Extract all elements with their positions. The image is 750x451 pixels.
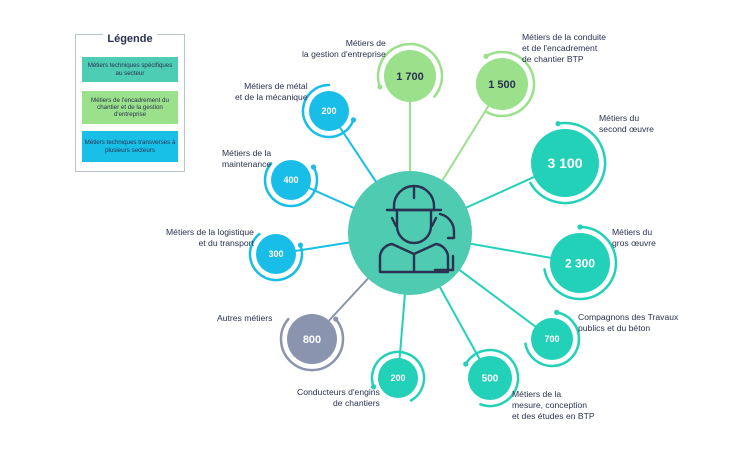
node-label-line: Métiers de la conduite [522, 32, 607, 42]
node-ring-metal [301, 83, 355, 139]
node-circle-autres [287, 314, 337, 364]
node-circle-gros-oeuvre [550, 233, 610, 293]
node-value-compagnons: 700 [544, 334, 559, 344]
node-label-line: et de la mécanique [235, 92, 308, 102]
node-autres: 800 [279, 314, 345, 372]
node-ring-dot-maintenance [310, 164, 317, 170]
node-ring-dot-conduite [483, 53, 489, 59]
center-hub [348, 171, 472, 295]
node-circle-mesure [468, 356, 512, 400]
node-ring-dot-second-oeuvre [555, 121, 561, 127]
node-value-logistique: 300 [268, 249, 283, 259]
node-logistique: 300 [248, 232, 304, 282]
node-engins: 200 [370, 350, 426, 402]
node-ring-dot-mesure [463, 361, 469, 367]
node-gros-oeuvre: 2 300 [543, 224, 618, 301]
node-maintenance: 400 [263, 160, 319, 208]
node-ring-gros-oeuvre [543, 225, 618, 301]
node-conduite: 1 500 [476, 50, 536, 118]
node-circle-maintenance [271, 160, 311, 200]
node-circle-compagnons [531, 318, 573, 360]
node-circle-gestion [384, 50, 436, 102]
node-ring-dot-logistique [297, 242, 304, 248]
construction-workers-icon [378, 184, 456, 274]
node-value-autres: 800 [303, 334, 321, 346]
node-label-line: Métiers du [612, 227, 653, 237]
node-circle-conduite [476, 58, 528, 110]
node-value-engins: 200 [390, 373, 405, 383]
node-circle-engins [378, 358, 418, 398]
node-circle-logistique [256, 234, 296, 274]
node-label-line: Métiers de métal [244, 81, 308, 91]
node-label-line: Métiers de [345, 38, 386, 48]
node-ring-logistique [248, 232, 304, 282]
legend-item-management: Métiers de l'encadrement du chantier et … [82, 91, 178, 124]
node-second-oeuvre: 3 100 [529, 121, 607, 205]
node-label-line: gros œuvre [612, 238, 656, 248]
node-label-line: maintenance [222, 159, 272, 169]
node-ring-maintenance [263, 162, 319, 208]
node-label-line: et du transport [198, 238, 254, 248]
node-ring-dot-gros-oeuvre [577, 224, 583, 230]
node-label-line: Autres métiers [217, 313, 273, 323]
node-label-line: Métiers du [599, 113, 640, 123]
node-value-metal: 200 [321, 106, 336, 116]
node-value-conduite: 1 500 [488, 79, 516, 91]
node-label-line: Métiers de la [222, 148, 272, 158]
node-label-line: de chantiers [333, 398, 380, 408]
node-value-gros-oeuvre: 2 300 [565, 256, 595, 270]
node-label-line: et des études en BTP [512, 411, 595, 421]
node-ring-dot-metal [350, 117, 357, 123]
legend-title: Légende [103, 33, 157, 45]
node-label-line: Conducteurs d'engins [297, 387, 380, 397]
node-ring-dot-compagnons [554, 309, 560, 316]
node-label-line: et de l'encadrement [522, 43, 598, 53]
node-label-line: Métiers de la [512, 389, 562, 399]
node-value-mesure: 500 [482, 374, 499, 385]
node-ring-gestion [376, 42, 444, 98]
node-label-line: publics et du béton [578, 323, 651, 333]
node-ring-dot-engins [370, 384, 377, 390]
node-circle-metal [309, 91, 349, 131]
node-circle-second-oeuvre [531, 129, 599, 197]
node-label-line: second œuvre [599, 124, 654, 134]
node-label-line: Compagnons des Travaux [578, 312, 679, 322]
node-label-line: la gestion d'entreprise [302, 49, 386, 59]
legend-item-transverse: Métiers techniques transverses à plusieu… [82, 131, 178, 162]
node-mesure: 500 [463, 348, 520, 408]
nodes-layer: 1 700 1 500 3 100 2 300 700 500 200 800 300 400 20… [248, 42, 618, 408]
node-compagnons: 700 [524, 309, 581, 368]
node-label-autres: Autres métiers [217, 313, 272, 324]
node-ring-engins [370, 350, 426, 402]
node-gestion: 1 700 [376, 42, 444, 102]
node-metal: 200 [301, 83, 357, 139]
node-ring-compagnons [524, 311, 581, 368]
legend: Légende Métiers techniques spécifiques a… [75, 33, 185, 172]
node-label-line: Métiers de la logistique [166, 227, 254, 237]
node-ring-mesure [464, 348, 520, 408]
node-ring-dot-gestion [377, 84, 383, 90]
node-ring-dot-autres [333, 316, 339, 322]
node-ring-second-oeuvre [529, 121, 607, 205]
node-value-gestion: 1 700 [396, 71, 424, 83]
node-ring-autres [279, 317, 345, 372]
node-value-maintenance: 400 [283, 175, 298, 185]
node-label-line: de chantier BTP [522, 54, 584, 64]
node-label-line: mesure, conception [512, 400, 587, 410]
node-ring-conduite [484, 50, 536, 118]
legend-item-specific: Métiers techniques spécifiques au secteu… [82, 57, 178, 82]
node-value-second-oeuvre: 3 100 [547, 155, 582, 171]
